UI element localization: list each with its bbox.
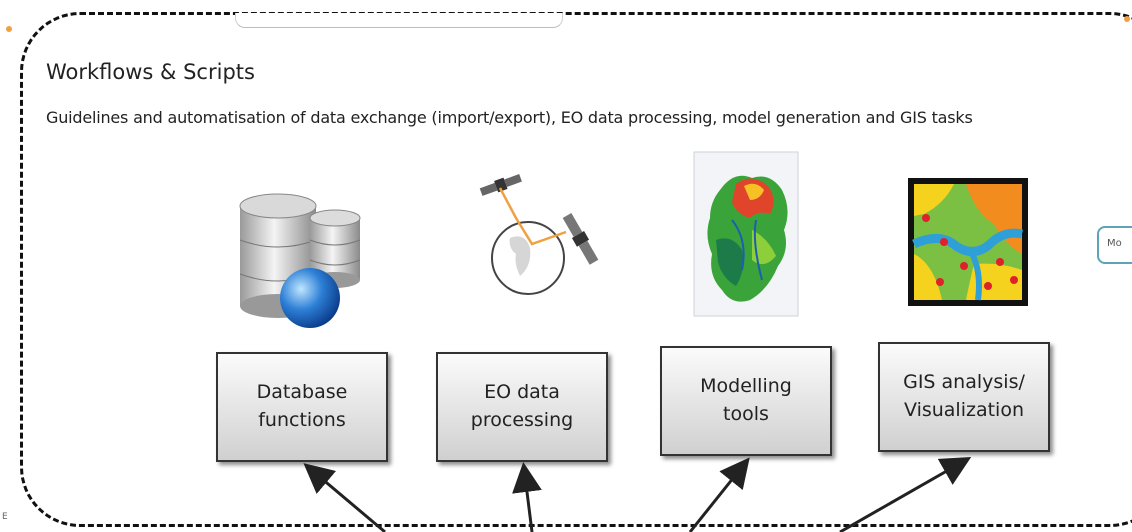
workflow-frame [20,12,1132,527]
box-label: GIS analysis/ Visualization [903,371,1025,421]
box-label: Database functions [256,381,348,431]
arrow-to-eo [512,462,542,532]
eo-data-processing-box: EO data processing [436,352,608,462]
terrain-model-icon [693,151,799,317]
box-label: EO data processing [470,381,574,431]
database-functions-box: Database functions [216,352,388,462]
top-tab [235,13,563,28]
side-tab[interactable]: Mo [1097,226,1132,264]
database-icon [239,193,361,328]
arrow-to-gis [839,457,972,532]
diagram-subtitle: Guidelines and automatisation of data ex… [46,108,973,127]
side-tab-label: Mo [1107,238,1122,249]
diagram-title: Workflows & Scripts [46,60,255,84]
corner-mark: E [2,512,8,522]
orange-marker [6,26,12,32]
box-label: Modelling tools [700,375,792,425]
arrow-to-database [303,463,386,532]
modelling-tools-box: Modelling tools [660,346,832,456]
gis-analysis-box: GIS analysis/ Visualization [878,342,1050,452]
satellite-icon [479,174,599,295]
gis-map-icon [908,178,1028,306]
arrow-to-modelling [688,457,750,532]
orange-marker [1124,16,1130,22]
